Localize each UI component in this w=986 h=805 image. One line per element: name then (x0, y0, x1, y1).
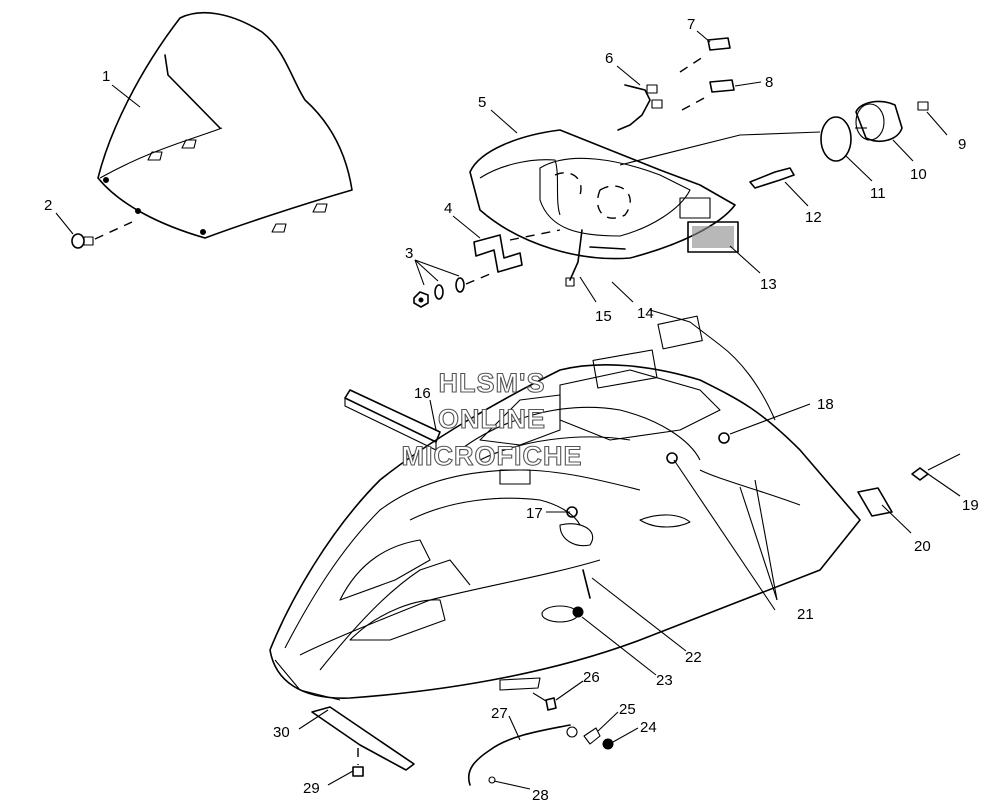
callout-labels: 1 2 3 4 5 6 7 8 9 10 11 12 13 14 15 16 1… (44, 16, 979, 804)
indicator-lamp-7 (679, 37, 731, 73)
watermark-line-2: ONLINE (438, 404, 546, 434)
callout-30: 30 (273, 724, 290, 741)
windshield-screw (71, 221, 133, 249)
watermark-line-1: HLSM'S (439, 368, 546, 398)
plate-30 (311, 706, 415, 771)
dash-panel (469, 129, 736, 260)
callout-23: 23 (656, 672, 673, 689)
nut-24 (602, 738, 614, 750)
callout-16: 16 (414, 385, 431, 402)
callout-7: 7 (687, 16, 695, 33)
hinge-plate-20 (857, 487, 893, 517)
callout-8: 8 (765, 74, 773, 91)
callout-20: 20 (914, 538, 931, 555)
callout-12: 12 (805, 209, 822, 226)
callout-19: 19 (962, 497, 979, 514)
callout-5: 5 (478, 94, 486, 111)
callout-22: 22 (685, 649, 702, 666)
screw-29 (352, 748, 364, 777)
pin (589, 246, 626, 250)
washer-26 (532, 692, 557, 711)
callout-10: 10 (910, 166, 927, 183)
callout-17: 17 (526, 505, 543, 522)
hood-assembly (269, 309, 861, 701)
callout-14: 14 (637, 305, 654, 322)
bracket (473, 234, 523, 273)
fastener-25 (583, 727, 601, 745)
callout-13: 13 (760, 276, 777, 293)
callout-27: 27 (491, 705, 508, 722)
cross-bar (344, 389, 441, 451)
watermark: HLSM'S ONLINE MICROFICHE (401, 367, 583, 471)
callout-9: 9 (958, 136, 966, 153)
cable-27 (468, 724, 578, 786)
callout-2: 2 (44, 197, 52, 214)
foam-pad (687, 221, 739, 253)
callout-24: 24 (640, 719, 657, 736)
wire-lead (565, 229, 583, 287)
clip-28 (488, 776, 496, 784)
callout-15: 15 (595, 308, 612, 325)
callout-4: 4 (444, 200, 452, 217)
windshield (97, 12, 353, 239)
callout-1: 1 (102, 68, 110, 85)
gauge (619, 100, 929, 166)
callout-3: 3 (405, 245, 413, 262)
leader-lines (55, 30, 961, 790)
callout-11: 11 (870, 185, 886, 202)
connector (749, 167, 795, 189)
indicator-lamp-8 (681, 79, 735, 111)
callout-21: 21 (797, 606, 814, 623)
callout-6: 6 (605, 50, 613, 67)
callout-29: 29 (303, 780, 320, 797)
wiring-harness (617, 84, 663, 131)
callout-26: 26 (583, 669, 600, 686)
watermark-line-3: MICROFICHE (402, 441, 583, 471)
callout-28: 28 (532, 787, 549, 804)
callout-25: 25 (619, 701, 636, 718)
rivet-19 (911, 453, 961, 481)
callout-18: 18 (817, 396, 834, 413)
washers-and-nut (413, 273, 491, 308)
